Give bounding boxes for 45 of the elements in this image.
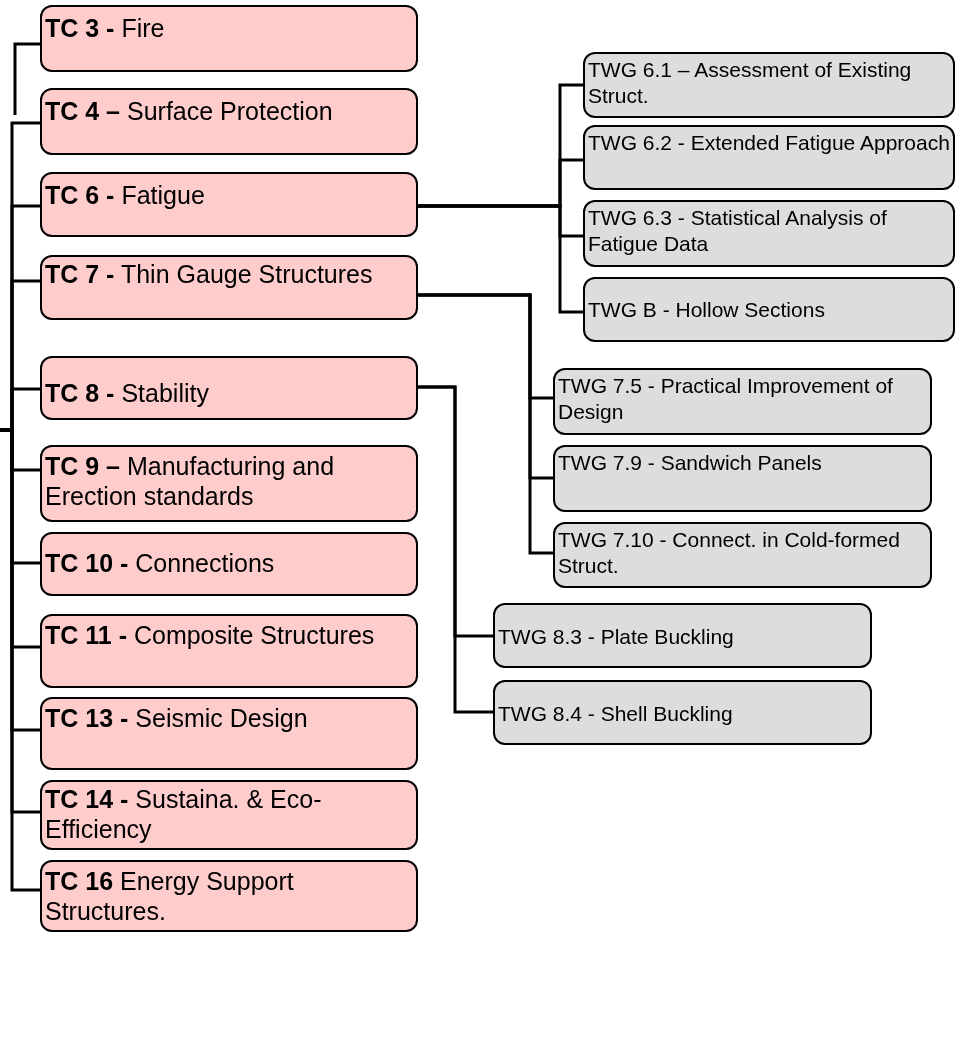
committee-box: [40, 445, 418, 522]
box-label: TWG 6.1 – Assessment of Existing Struct.: [588, 57, 913, 109]
box-label: TWG B - Hollow Sections: [588, 297, 826, 323]
working-group-box: [493, 680, 872, 745]
box-label: TWG 6.2 - Extended Fatigue Approach: [588, 130, 950, 156]
committee-box: [40, 5, 418, 72]
committee-box: [40, 88, 418, 155]
connector-line: [418, 204, 583, 314]
working-group-box: [553, 522, 932, 588]
committee-box: [40, 172, 418, 237]
working-group-box: [583, 52, 955, 118]
working-group-box: [583, 200, 955, 267]
box-label: TWG 8.4 - Shell Buckling: [498, 701, 734, 727]
box-label: TC 6 - Fatigue: [45, 180, 206, 210]
committee-box: [40, 780, 418, 850]
connector-line: [0, 428, 40, 892]
box-label: TC 11 - Composite Structures: [45, 620, 376, 650]
box-label: TC 10 - Connections: [45, 548, 276, 578]
box-label: TWG 7.5 - Practical Improvement of Design: [558, 373, 894, 425]
committee-box: [40, 860, 418, 932]
box-label: TC 7 - Thin Gauge Structures: [45, 259, 374, 289]
box-label: TWG 7.9 - Sandwich Panels: [558, 450, 823, 476]
box-label: TC 4 – Surface Protection: [45, 96, 334, 126]
committee-box: [40, 614, 418, 688]
connector-line: [418, 293, 553, 555]
working-group-box: [553, 368, 932, 435]
committee-box: [40, 532, 418, 596]
working-group-box: [583, 277, 955, 342]
box-label: TWG 6.3 - Statistical Analysis of Fatigue Data: [588, 205, 888, 257]
working-group-box: [493, 603, 872, 668]
connector-line: [418, 385, 493, 714]
working-group-box: [553, 445, 932, 512]
box-label: TC 16 Energy Support Structures.: [45, 866, 295, 926]
committee-box: [40, 697, 418, 770]
box-label: TWG 7.10 - Connect. in Cold-formed Struct.: [558, 527, 901, 579]
box-label: TC 3 - Fire: [45, 13, 166, 43]
connector-line: [13, 42, 40, 115]
working-group-box: [583, 125, 955, 190]
box-label: TC 14 - Sustaina. & Eco-Efficiency: [45, 784, 323, 844]
box-label: TC 13 - Seismic Design: [45, 703, 309, 733]
box-label: TC 9 – Manufacturing and Erection standards: [45, 451, 336, 511]
box-label: TC 8 - Stability: [45, 378, 210, 408]
committee-box: [40, 356, 418, 420]
committee-box: [40, 255, 418, 320]
box-label: TWG 8.3 - Plate Buckling: [498, 624, 735, 650]
